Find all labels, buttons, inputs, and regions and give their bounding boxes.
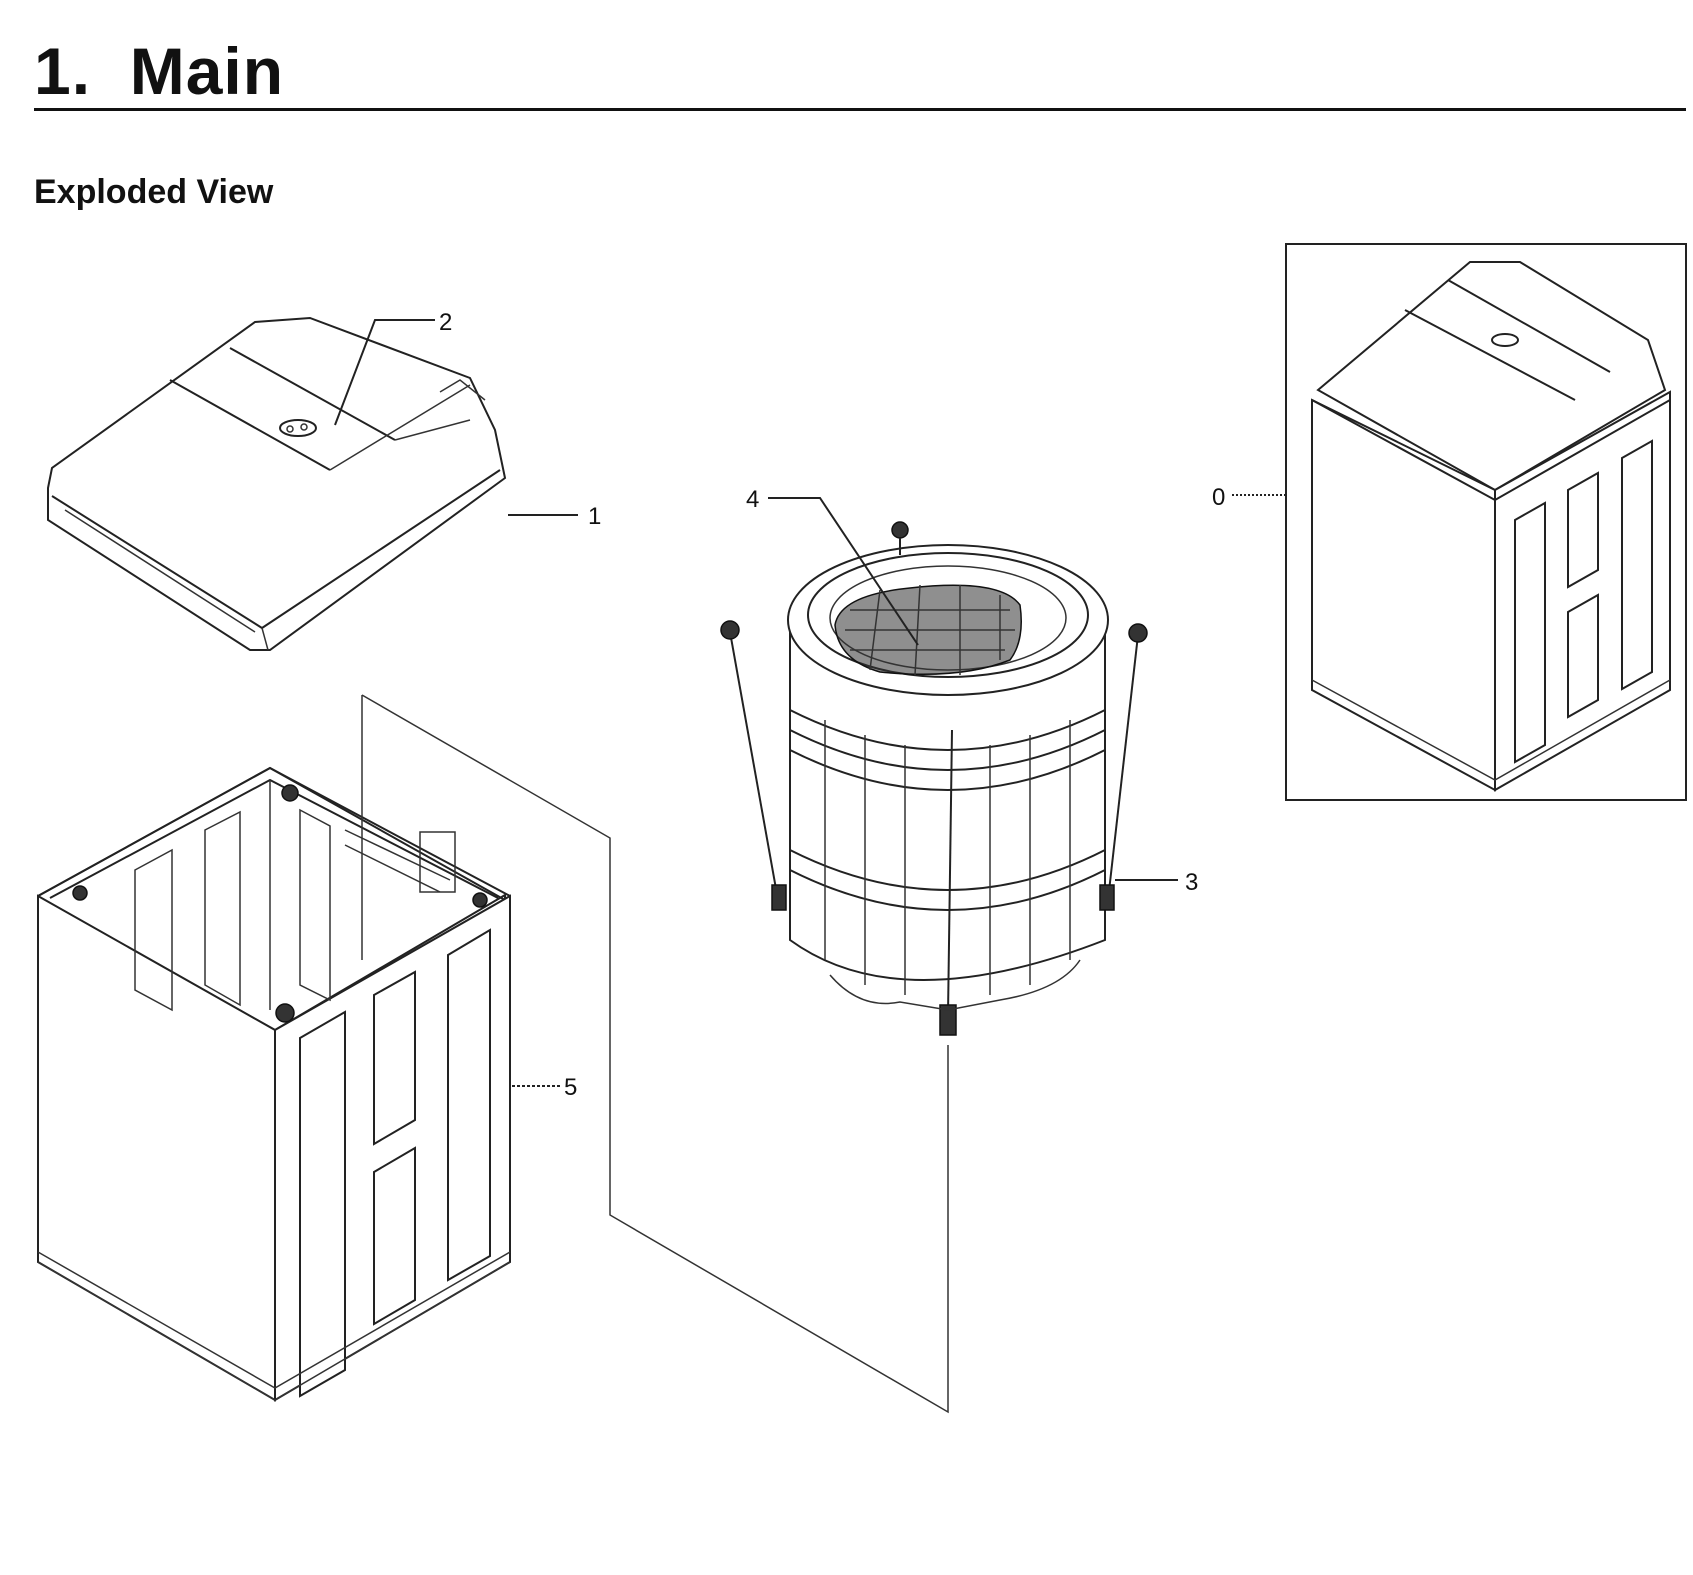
cabinet-part xyxy=(37,694,949,1414)
top-cover-part xyxy=(47,316,507,651)
callout-lid: 2 xyxy=(334,309,452,426)
callout-assembly: 0 xyxy=(1212,484,1286,511)
callout-label-lid: 2 xyxy=(439,309,452,336)
callout-tub: 3 xyxy=(1115,869,1198,896)
assembly-inset xyxy=(1285,243,1687,801)
callout-label-assembly: 0 xyxy=(1212,484,1225,511)
callout-label-top-cover: 1 xyxy=(588,503,601,530)
callout-label-cabinet: 5 xyxy=(564,1074,577,1101)
title-divider xyxy=(34,108,1686,111)
assembly-frame xyxy=(1285,243,1687,801)
tub-part xyxy=(720,521,1148,1036)
callout-cabinet: 5 xyxy=(512,1074,577,1101)
callout-label-basket: 4 xyxy=(746,486,759,513)
callout-basket: 4 xyxy=(746,486,919,646)
page-title: 1. Main xyxy=(34,34,285,108)
basket-mesh xyxy=(834,584,1022,676)
callout-top-cover: 1 xyxy=(508,503,601,530)
section-heading: Exploded View xyxy=(34,173,274,211)
callout-label-tub: 3 xyxy=(1185,869,1198,896)
